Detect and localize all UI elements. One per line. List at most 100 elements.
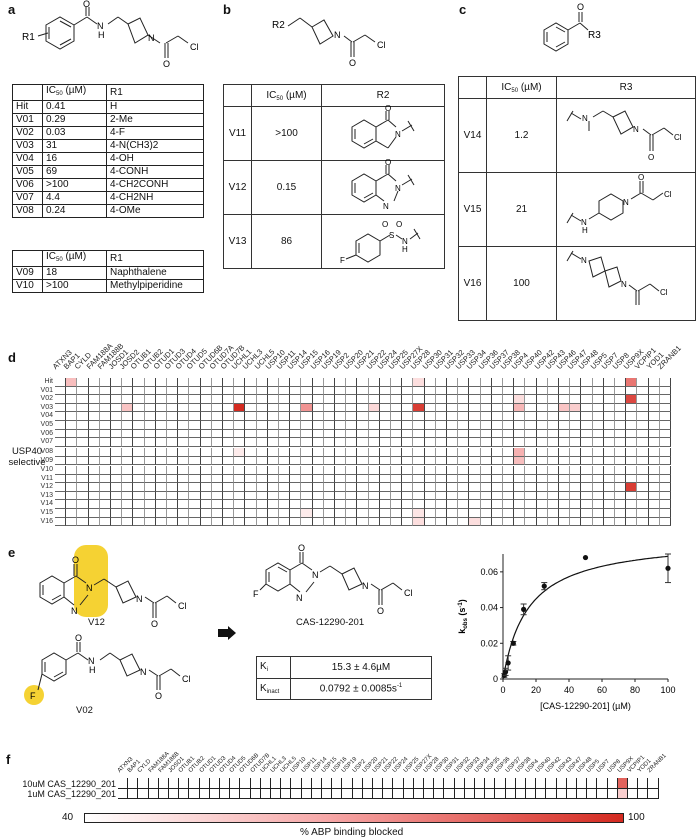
heatmap-cell [559, 403, 571, 413]
heatmap-cell [312, 429, 324, 439]
heatmap-cell [133, 500, 145, 509]
heatmap-cell [189, 429, 201, 439]
heatmap-cell [559, 517, 571, 527]
heatmap-cell [346, 421, 358, 430]
colorbar-max-label: 100 [628, 812, 645, 823]
heatmap-cell [514, 412, 526, 421]
heatmap-cell [469, 466, 481, 475]
heatmap-cell [362, 778, 373, 789]
heatmap-cell [424, 509, 436, 518]
heatmap-cell [290, 483, 302, 492]
heatmap-cell [368, 456, 380, 466]
heatmap-cell [485, 778, 496, 789]
heatmap-cell [447, 466, 459, 475]
heatmap-cell [122, 395, 134, 404]
heatmap-cell [659, 466, 671, 475]
heatmap-cell [514, 421, 526, 430]
heatmap-cell [637, 403, 649, 413]
heatmap-cell [514, 466, 526, 475]
heatmap-cell [133, 378, 145, 387]
heatmap-cell [122, 474, 134, 484]
heatmap-cell [413, 438, 425, 447]
heatmap-cell [626, 509, 638, 518]
heatmap-cell [312, 509, 324, 518]
panel-label-e: e [8, 545, 16, 560]
heatmap-cell [570, 421, 582, 430]
heatmap-cell [514, 403, 526, 413]
heatmap-cell [301, 421, 313, 430]
heatmap-cell [648, 438, 660, 447]
heatmap-cell [167, 500, 179, 509]
heatmap-cell [469, 429, 481, 439]
heatmap-cell [626, 395, 638, 404]
v12-highlight [74, 545, 108, 617]
heatmap-cell [581, 517, 593, 527]
heatmap-cell [637, 438, 649, 447]
heatmap-cell [480, 395, 492, 404]
svg-text:N: N [97, 21, 104, 31]
heatmap-cell [546, 788, 557, 799]
heatmap-cell [603, 378, 615, 387]
heatmap-cell [335, 491, 347, 501]
heatmap-cell [648, 429, 660, 439]
heatmap-cell [491, 429, 503, 439]
heatmap-cell [469, 386, 481, 396]
heatmap-cell [659, 500, 671, 509]
heatmap-cell [587, 788, 598, 799]
heatmap-cell [659, 395, 671, 404]
heatmap-cell [637, 509, 649, 518]
heatmap-cell [312, 403, 324, 413]
heatmap-cell [357, 483, 369, 492]
heatmap-cell [223, 474, 235, 484]
heatmap-cell [357, 378, 369, 387]
heatmap-cell [424, 491, 436, 501]
heatmap-cell [424, 395, 436, 404]
svg-text:O: O [385, 104, 391, 113]
heatmap-cell [424, 438, 436, 447]
heatmap-cell [577, 778, 588, 789]
heatmap-cell [514, 378, 526, 387]
heatmap-cell [200, 517, 212, 527]
heatmap-cell [615, 448, 627, 457]
heatmap-cell [402, 491, 414, 501]
heatmap-cell [167, 466, 179, 475]
heatmap-cell [368, 517, 380, 527]
heatmap-cell [413, 788, 424, 799]
heatmap-cell [167, 456, 179, 466]
heatmap-cell [444, 788, 455, 799]
heatmap-cell [435, 500, 447, 509]
svg-text:Cl: Cl [660, 288, 668, 297]
row-label: V14 [40, 500, 53, 508]
heatmap-cell [458, 500, 470, 509]
heatmap-cell [323, 403, 335, 413]
heatmap-cell [458, 509, 470, 518]
heatmap-cell [368, 412, 380, 421]
heatmap-cell [335, 474, 347, 484]
heatmap-cell [250, 788, 261, 799]
heatmap-cell [603, 483, 615, 492]
heatmap-cell [447, 429, 459, 439]
heatmap-cell [515, 778, 526, 789]
heatmap-cell [514, 517, 526, 527]
heatmap-cell [491, 466, 503, 475]
heatmap-cell [659, 509, 671, 518]
heatmap-cell [514, 491, 526, 501]
data-point [521, 606, 527, 612]
heatmap-cell [447, 500, 459, 509]
heatmap-cell [144, 429, 156, 439]
svg-text:0.02: 0.02 [480, 638, 498, 648]
heatmap-cell [211, 474, 223, 484]
heatmap-cell [77, 438, 89, 447]
heatmap-cell [615, 483, 627, 492]
heatmap-cell [99, 378, 111, 387]
heatmap-cell [413, 448, 425, 457]
heatmap-cell [368, 395, 380, 404]
heatmap-cell [55, 466, 67, 475]
heatmap-cell [211, 403, 223, 413]
heatmap-cell [281, 778, 292, 789]
heatmap-cell [77, 491, 89, 501]
heatmap-cell [648, 448, 660, 457]
